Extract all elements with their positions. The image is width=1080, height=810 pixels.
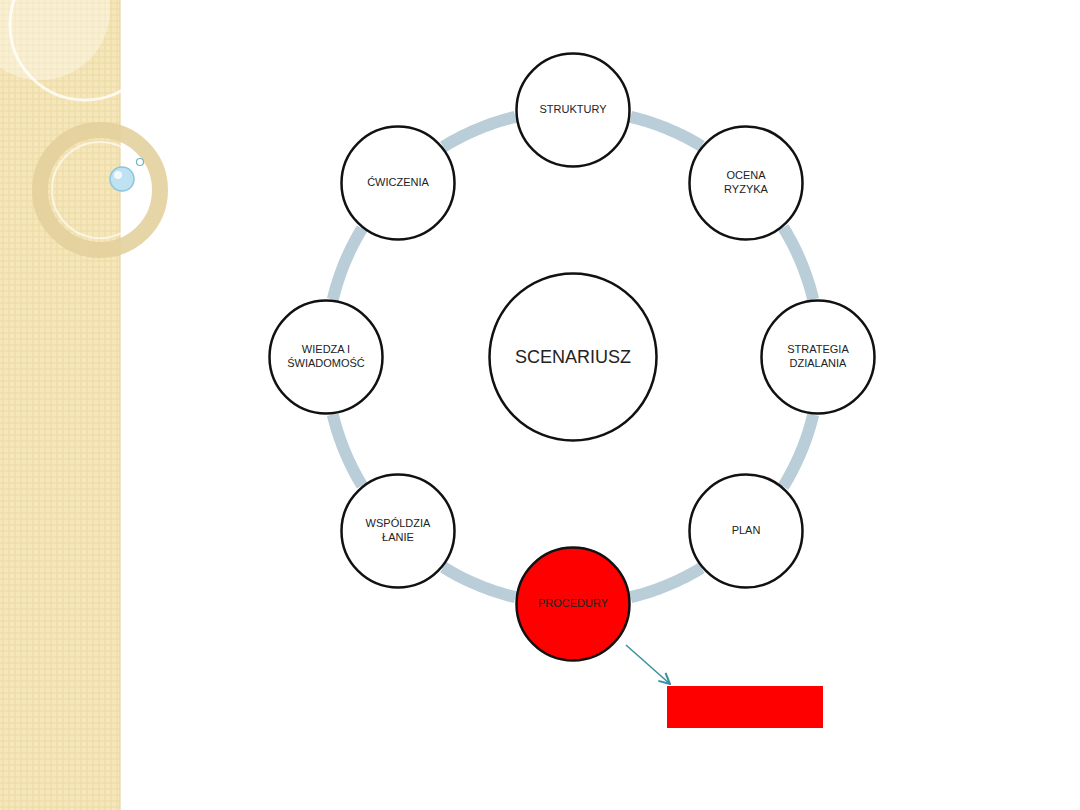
topic-circle: WSPÓLDZIA ŁANIE xyxy=(340,473,456,589)
circle-shape xyxy=(690,475,803,588)
node-body: STRUKTURY xyxy=(515,52,631,168)
deco-circle xyxy=(0,0,110,80)
topic-circle: STRATEGIA DZIALANIA xyxy=(760,299,876,415)
ring-arc xyxy=(443,117,515,147)
circle-shape xyxy=(517,54,630,167)
ring-arc xyxy=(631,568,702,597)
topic-circle: WIEDZA I ŚWIADOMOŚĆ xyxy=(268,299,384,415)
topic-circle: STRUKTURY xyxy=(515,52,631,168)
band-edge xyxy=(120,0,121,810)
topic-label: OCENA RYZYKA xyxy=(718,169,774,197)
topic-circle: PROCEDURY xyxy=(515,546,631,662)
topic-label: WSPÓLDZIA ŁANIE xyxy=(362,517,434,545)
ring-arc xyxy=(443,567,515,597)
node-body: PLAN xyxy=(688,473,804,589)
ring-arc xyxy=(333,415,362,486)
node-body: ĆWICZENIA xyxy=(340,125,456,241)
circle-shape xyxy=(270,301,383,414)
topic-label: WIEDZA I ŚWIADOMOŚĆ xyxy=(284,343,368,371)
leader-arrow xyxy=(626,645,670,684)
circle-shape xyxy=(690,127,803,240)
topic-circle: ĆWICZENIA xyxy=(340,125,456,241)
circle-shape xyxy=(342,127,455,240)
circle-shape xyxy=(517,548,630,661)
circle-shape xyxy=(762,301,875,414)
node-body: OCENA RYZYKA xyxy=(688,125,804,241)
node-body: PROCEDURY xyxy=(515,546,631,662)
deco-ring xyxy=(40,130,160,250)
deco-bubble xyxy=(114,171,122,179)
topic-label: PLAN xyxy=(732,524,761,538)
ring-arc xyxy=(333,228,362,299)
center-label: SCENARIUSZ xyxy=(515,346,631,369)
center-circle: SCENARIUSZ xyxy=(488,272,658,442)
topic-label: STRATEGIA DZIALANIA xyxy=(776,343,860,371)
topic-label: ĆWICZENIA xyxy=(367,176,429,190)
node-body: WSPÓLDZIA ŁANIE xyxy=(340,473,456,589)
topic-circle: PLAN xyxy=(688,473,804,589)
node-body: STRATEGIA DZIALANIA xyxy=(760,299,876,415)
topic-label: STRUKTURY xyxy=(539,103,606,117)
ring-arc xyxy=(631,117,702,146)
highlight-box xyxy=(667,686,823,728)
circle-shape xyxy=(342,475,455,588)
topic-circle: OCENA RYZYKA xyxy=(688,125,804,241)
node-body: WIEDZA I ŚWIADOMOŚĆ xyxy=(268,299,384,415)
ring-arc xyxy=(783,227,813,299)
deco-bubble xyxy=(110,167,134,191)
circle-shape xyxy=(490,274,657,441)
side-band xyxy=(0,0,120,810)
deco-bubble xyxy=(137,159,144,166)
node-body: SCENARIUSZ xyxy=(488,272,658,442)
deco-ring xyxy=(52,142,148,238)
ring-arc xyxy=(783,415,813,487)
topic-label: PROCEDURY xyxy=(538,597,608,611)
